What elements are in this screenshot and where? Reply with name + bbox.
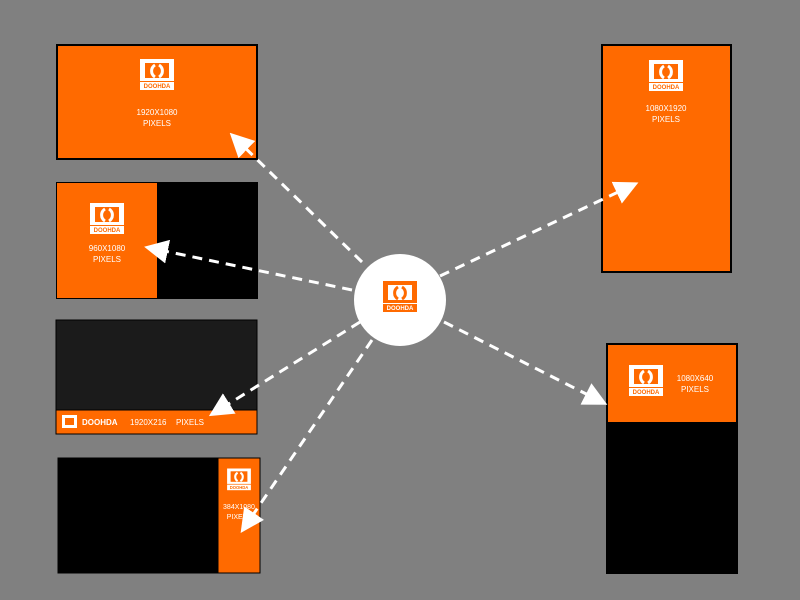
doohda-logo-icon: DOOHDA [383, 281, 417, 312]
format-card-1920x1080: DOOHDA 1920X1080 PIXELS [56, 44, 258, 160]
doohda-logo-icon: DOOHDA [627, 363, 665, 398]
format-card-1920x216: DOOHDA 1920X216 PIXELS [55, 319, 258, 435]
format-card-1080x1920: DOOHDA 1080X1920 PIXELS [601, 44, 732, 273]
svg-text:DOOHDA: DOOHDA [633, 390, 660, 396]
format-card-960x1080: DOOHDA 960X1080 PIXELS [56, 182, 258, 299]
unit-label: PIXELS [652, 115, 680, 124]
resolution-label: 1080X640 [677, 374, 714, 383]
svg-text:DOOHDA: DOOHDA [94, 228, 121, 234]
resolution-label: 1920X1080 [137, 108, 178, 117]
unit-label: PIXELS [176, 418, 204, 427]
resolution-label: 1080X1920 [646, 104, 687, 113]
arrow-to-1920x1080 [229, 132, 364, 264]
svg-text:DOOHDA: DOOHDA [230, 485, 249, 490]
arrow-to-960x1080 [144, 239, 353, 292]
doohda-logo-icon: DOOHDA [647, 58, 685, 93]
format-card-1080x640: DOOHDA 1080X640 PIXELS [606, 343, 738, 574]
arrow-to-1920x216 [208, 320, 361, 417]
doohda-logo-icon: DOOHDA [226, 467, 252, 492]
svg-text:DOOHDA: DOOHDA [653, 85, 680, 91]
svg-text:DOOHDA: DOOHDA [387, 306, 414, 312]
resolution-label: 1920X216 [130, 418, 167, 427]
central-hub: DOOHDA [354, 254, 446, 346]
arrow-to-384x1080 [240, 339, 374, 533]
doohda-logo-icon: DOOHDA [138, 57, 176, 92]
svg-text:DOOHDA: DOOHDA [144, 84, 171, 90]
resolution-label: 384X1080 [223, 504, 255, 511]
unit-label: PIXELS [143, 119, 171, 128]
unit-label: PIXELS [227, 514, 252, 521]
format-card-384x1080: DOOHDA 384X1080 PIXELS [57, 457, 261, 574]
unit-label: PIXELS [93, 255, 121, 264]
doohda-logo-icon: DOOHDA [88, 201, 126, 236]
arrow-to-1080x1920 [439, 181, 639, 278]
connector-arrows [144, 132, 639, 533]
arrow-to-1080x640 [443, 320, 608, 405]
unit-label: PIXELS [681, 385, 709, 394]
brand-label: DOOHDA [82, 418, 118, 427]
resolution-label: 960X1080 [89, 244, 126, 253]
